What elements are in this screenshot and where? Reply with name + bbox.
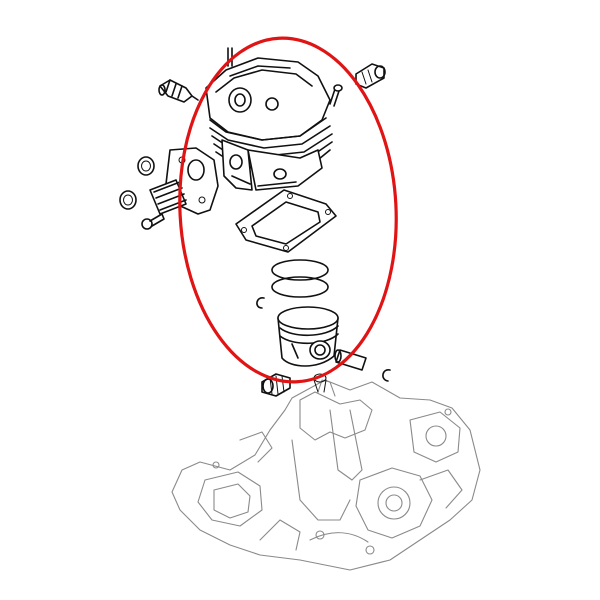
cylinder: [205, 47, 343, 191]
highlight-ellipse: [178, 36, 398, 384]
piston-rings: [271, 259, 329, 298]
manifold-screw: [141, 213, 165, 230]
piston: [277, 306, 339, 367]
spark-plug: [158, 79, 199, 103]
intake-manifold: [149, 147, 219, 215]
piston-pin: [334, 349, 367, 371]
circlips: [256, 297, 391, 382]
cylinder-gasket: [235, 189, 337, 253]
decompression-valve: [355, 63, 386, 89]
crankcase: [171, 379, 481, 571]
manifold-seal-rings: [119, 156, 155, 210]
